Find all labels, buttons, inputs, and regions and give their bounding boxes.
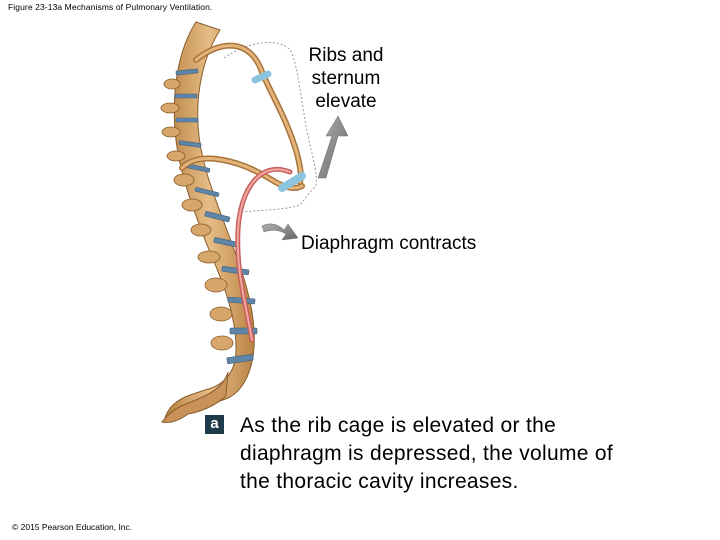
right-arrow-icon (261, 223, 299, 241)
costal-cartilage-lower (278, 172, 306, 192)
diaphragm-highlight (236, 168, 291, 341)
intervertebral-discs (174, 68, 258, 364)
lower-rib-highlight (180, 157, 304, 190)
upper-rib-highlight (194, 44, 303, 184)
panel-letter-badge: a (205, 415, 224, 434)
copyright-notice: © 2015 Pearson Education, Inc. (12, 522, 133, 532)
up-arrow-icon (317, 115, 349, 179)
panel-description: As the rib cage is elevated or the diaph… (240, 414, 613, 493)
costal-cartilage-upper (251, 70, 272, 84)
sacrum (161, 371, 229, 423)
figure-caption: Figure 23-13a Mechanisms of Pulmonary Ve… (8, 2, 213, 12)
diaphragm-contracts-label: Diaphragm contracts (301, 233, 477, 254)
spinous-processes (160, 78, 234, 351)
rib-outline-dashed (223, 41, 317, 213)
ribs-and-sternum-label: Ribs and sternum elevate (308, 45, 384, 112)
